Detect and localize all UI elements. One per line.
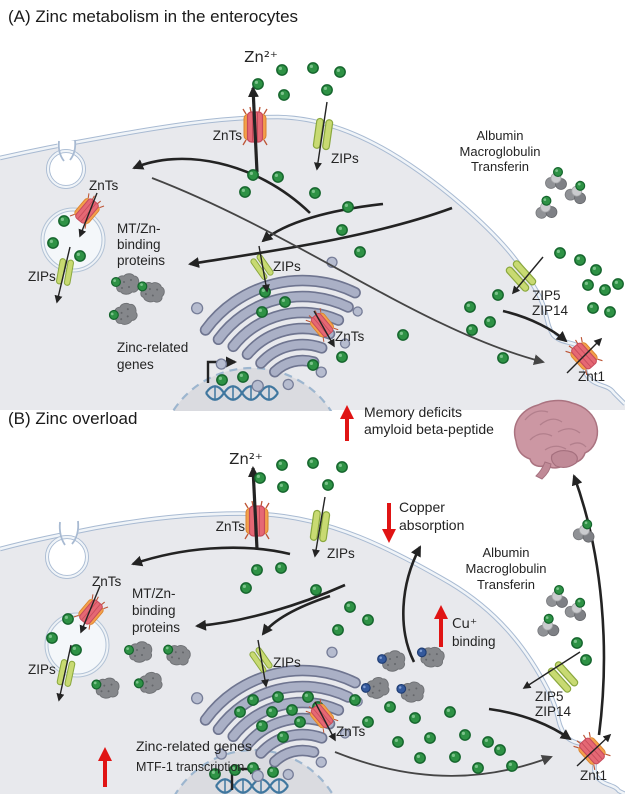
brain-illustration (514, 399, 599, 480)
zips-vesicle-label-a: ZIPs (28, 269, 56, 284)
zip5-label-a: ZIP5 (532, 288, 561, 303)
mtf1-transcription-label: MTF-1 transcription (136, 760, 244, 774)
panel-b: (B) Zinc overload Memory deficits amyloi… (0, 399, 625, 794)
svg-text:absorption: absorption (399, 517, 464, 533)
svg-text:Transferin: Transferin (477, 577, 535, 592)
zip14-label-b: ZIP14 (535, 704, 572, 719)
mt-binding-label-a: MT/Zn- binding proteins (117, 221, 165, 268)
enterocyte-cell-b (0, 513, 625, 794)
zinc-related-genes-label-a: Zinc-related genes (117, 340, 188, 372)
svg-text:proteins: proteins (132, 620, 180, 635)
zn-ion-label-a: Zn²⁺ (244, 48, 278, 66)
svg-text:Copper: Copper (399, 499, 445, 515)
znts-vesicle-label-a: ZnTs (89, 178, 119, 193)
effect-arrows-red (98, 405, 448, 787)
svg-text:Albumin: Albumin (483, 545, 530, 560)
zip5-label-b: ZIP5 (535, 689, 564, 704)
pathway-arrows-b (131, 474, 606, 777)
zn-ion-label-b: Zn²⁺ (229, 450, 263, 468)
zips-golgi-label-b: ZIPs (273, 655, 301, 670)
svg-text:Transferin: Transferin (471, 159, 529, 174)
panel-a-title: (A) Zinc metabolism in the enterocytes (8, 7, 298, 26)
copper-absorption-label: Copper absorption (399, 499, 464, 533)
znts-vesicle-label-b: ZnTs (92, 574, 122, 589)
svg-text:Albumin: Albumin (477, 128, 524, 143)
nucleus-a (171, 362, 333, 411)
znts-apical-label-a: ZnTs (213, 128, 243, 143)
znts-apical-label-b: ZnTs (216, 519, 246, 534)
svg-text:genes: genes (117, 357, 154, 372)
svg-text:MT/Zn-: MT/Zn- (117, 221, 161, 236)
pathway-arrows-a (132, 157, 568, 366)
svg-text:MT/Zn-: MT/Zn- (132, 586, 176, 601)
svg-text:binding: binding (132, 603, 176, 618)
svg-text:proteins: proteins (117, 253, 165, 268)
memory-deficits-label: Memory deficits amyloid beta-peptide (364, 404, 494, 437)
svg-text:binding: binding (117, 237, 161, 252)
panel-b-title: (B) Zinc overload (8, 409, 137, 428)
svg-text:Macroglobulin: Macroglobulin (460, 144, 541, 159)
mt-binding-label-b: MT/Zn- binding proteins (132, 586, 180, 635)
carrier-protein-clusters-a (533, 168, 589, 221)
svg-text:amyloid beta-peptide: amyloid beta-peptide (364, 421, 494, 437)
svg-text:Macroglobulin: Macroglobulin (466, 561, 547, 576)
zip14-label-a: ZIP14 (532, 303, 569, 318)
znt1-label-a: Znt1 (578, 369, 605, 384)
cu-binding-label: Cu⁺ binding (452, 616, 496, 649)
svg-text:binding: binding (452, 634, 496, 649)
svg-text:Memory deficits: Memory deficits (364, 404, 462, 420)
zips-apical-label-b: ZIPs (327, 546, 355, 561)
zips-apical-label-a: ZIPs (331, 151, 359, 166)
znts-golgi-label-a: ZnTs (335, 329, 365, 344)
albumin-label-a: Albumin Macroglobulin Transferin (460, 128, 541, 174)
membrane-invagination-a (46, 139, 86, 189)
zips-vesicle-label-b: ZIPs (28, 662, 56, 677)
carrier-protein-clusters-b (536, 518, 597, 638)
membrane-invagination-b (45, 520, 89, 579)
panel-a: (A) Zinc metabolism in the enterocytes Z… (0, 7, 625, 411)
znts-golgi-label-b: ZnTs (336, 724, 366, 739)
zinc-related-genes-label-b: Zinc-related genes (136, 738, 252, 754)
znt1-label-b: Znt1 (580, 768, 607, 783)
svg-text:Cu⁺: Cu⁺ (452, 616, 477, 632)
zips-golgi-label-a: ZIPs (273, 259, 301, 274)
svg-text:Zinc-related: Zinc-related (117, 340, 188, 355)
albumin-label-b: Albumin Macroglobulin Transferin (466, 545, 547, 592)
